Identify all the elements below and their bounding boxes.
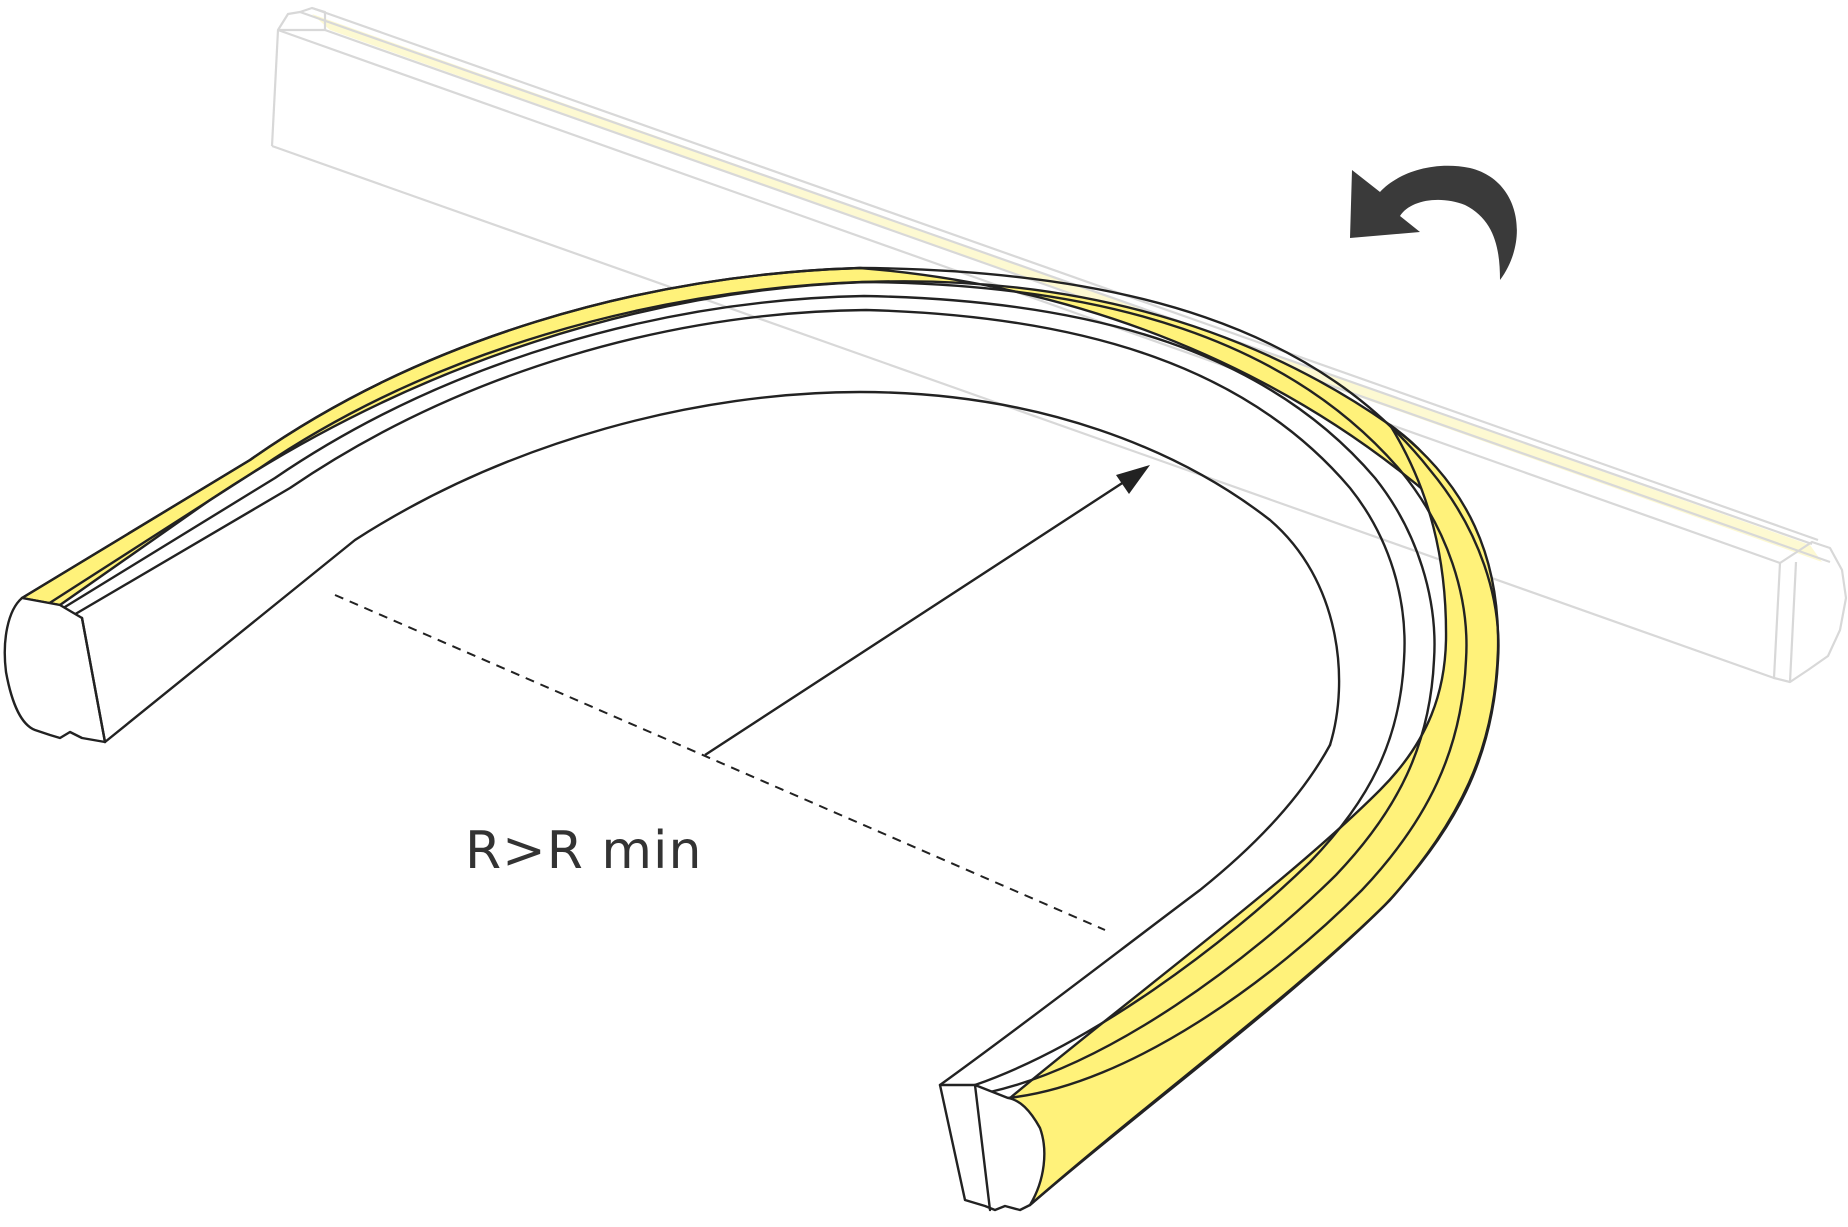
radius-arrow-line (704, 476, 1131, 757)
bent-strip-glow-side (1008, 423, 1500, 1207)
bent-strip (3, 266, 1500, 1212)
curved-rotate-arrow-icon (1350, 165, 1517, 280)
radius-baseline-dashed (334, 594, 1106, 931)
straight-strip-ghost (270, 6, 1848, 684)
radius-arrowhead-icon (1116, 465, 1150, 494)
radius-indicator (334, 465, 1150, 931)
bent-strip-right-endcap (938, 1083, 1046, 1212)
radius-label: R>R min (465, 821, 702, 881)
bent-strip-left-endcap (3, 596, 107, 744)
